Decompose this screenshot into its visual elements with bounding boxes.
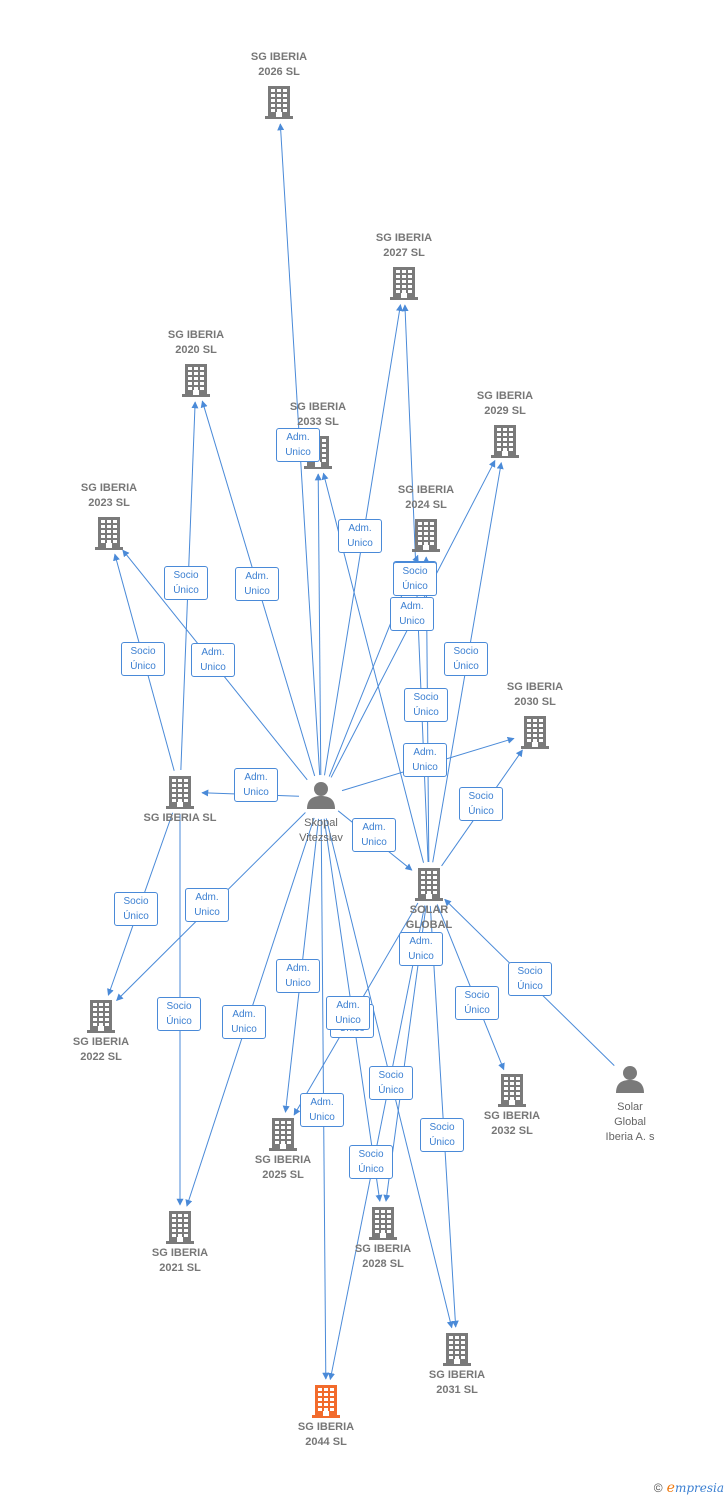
node-label-sg2028[interactable]: SG IBERIA 2028 SL <box>354 1243 412 1270</box>
edge-label: Adm. Unico <box>234 768 278 802</box>
company-icon[interactable] <box>498 1073 526 1112</box>
edge-solarglobal-sg2031 <box>429 905 459 1328</box>
edge-solarglobal-sg2044 <box>328 905 426 1381</box>
edge-skopal-sg2033 <box>314 473 322 776</box>
node-label-sg2030[interactable]: SG IBERIA 2030 SL <box>506 681 564 708</box>
edge-label: Adm. Unico <box>276 959 320 993</box>
edge-label: Socio Único <box>508 962 552 996</box>
node-label-solarglobaliberia[interactable]: Solar Global Iberia A. s <box>605 1101 655 1143</box>
company-icon[interactable] <box>166 1210 194 1249</box>
node-label-sg2020[interactable]: SG IBERIA 2020 SL <box>167 329 225 356</box>
edge-label: Socio Único <box>444 642 488 676</box>
node-label-sg2033[interactable]: SG IBERIA 2033 SL <box>289 401 347 428</box>
edge-label: Socio Único <box>121 642 165 676</box>
credit[interactable]: ©empresia <box>654 1480 724 1496</box>
edge-label: Adm. Unico <box>326 996 370 1030</box>
node-label-sg2044[interactable]: SG IBERIA 2044 SL <box>297 1421 355 1448</box>
node-label-solarglobal[interactable]: SOLAR GLOBAL <box>405 904 453 931</box>
brand-name: mpresia <box>674 1481 724 1495</box>
node-label-sg2024[interactable]: SG IBERIA 2024 SL <box>397 484 455 511</box>
edge-label: Adm. Unico <box>191 643 235 677</box>
edge-label: Socio Único <box>455 986 499 1020</box>
edge-label: Socio Único <box>459 787 503 821</box>
edge-label: Adm. Unico <box>185 888 229 922</box>
node-label-sg2022[interactable]: SG IBERIA 2022 SL <box>72 1036 130 1063</box>
brand-initial: e <box>666 1480 675 1496</box>
edge-label: Socio Único <box>157 997 201 1031</box>
person-icon[interactable] <box>615 1064 645 1099</box>
edge-label: Socio Único <box>393 562 437 596</box>
node-label-sg2025[interactable]: SG IBERIA 2025 SL <box>254 1154 312 1181</box>
edge-label: Adm. Unico <box>222 1005 266 1039</box>
node-label-sg2027[interactable]: SG IBERIA 2027 SL <box>375 232 433 259</box>
company-icon[interactable] <box>491 424 519 463</box>
edge-label: Adm. Unico <box>399 932 443 966</box>
edge-label: Adm. Unico <box>352 818 396 852</box>
node-label-sg2029[interactable]: SG IBERIA 2029 SL <box>476 390 534 417</box>
edge-label: Adm. Unico <box>390 597 434 631</box>
company-icon[interactable] <box>443 1332 471 1371</box>
edge-label: Socio Único <box>164 566 208 600</box>
node-label-sg2026[interactable]: SG IBERIA 2026 SL <box>250 51 308 78</box>
edge-label: Socio Único <box>420 1118 464 1152</box>
company-icon[interactable] <box>265 85 293 124</box>
company-icon[interactable] <box>369 1206 397 1245</box>
company-icon[interactable] <box>412 518 440 557</box>
focus-company-icon[interactable] <box>312 1384 340 1423</box>
company-icon[interactable] <box>390 266 418 305</box>
company-icon[interactable] <box>95 516 123 555</box>
edge-label: Adm. Unico <box>276 428 320 462</box>
edge-label: Socio Único <box>369 1066 413 1100</box>
node-label-sg2023[interactable]: SG IBERIA 2023 SL <box>80 482 138 509</box>
edge-label: Socio Único <box>114 892 158 926</box>
node-label-sgiberia[interactable]: SG IBERIA SL <box>143 812 217 824</box>
company-icon[interactable] <box>269 1117 297 1156</box>
edge-label: Adm. Unico <box>403 743 447 777</box>
node-label-skopal[interactable]: Skopal Vitezslav <box>299 817 343 844</box>
copyright-symbol: © <box>653 1481 663 1495</box>
node-label-sg2021[interactable]: SG IBERIA 2021 SL <box>151 1247 209 1274</box>
edge-label: Adm. Unico <box>338 519 382 553</box>
edge-label: Socio Único <box>404 688 448 722</box>
node-label-sg2031[interactable]: SG IBERIA 2031 SL <box>428 1369 486 1396</box>
edge-label: Adm. Unico <box>235 567 279 601</box>
edge-label: Adm. Unico <box>300 1093 344 1127</box>
edge-label: Socio Único <box>349 1145 393 1179</box>
company-icon[interactable] <box>521 715 549 754</box>
company-icon[interactable] <box>166 775 194 814</box>
company-icon[interactable] <box>415 867 443 906</box>
node-label-sg2032[interactable]: SG IBERIA 2032 SL <box>483 1110 541 1137</box>
company-icon[interactable] <box>87 999 115 1038</box>
person-icon[interactable] <box>306 780 336 815</box>
company-icon[interactable] <box>182 363 210 402</box>
